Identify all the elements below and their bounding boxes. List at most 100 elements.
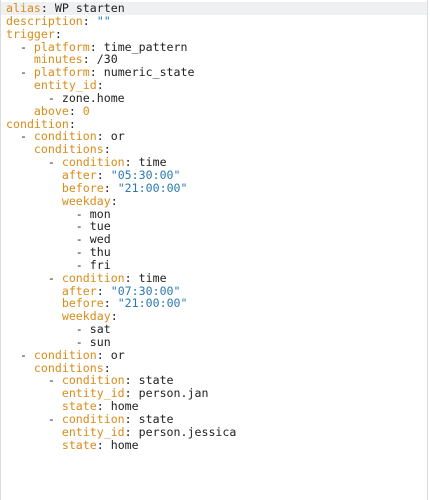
code-line[interactable]: - thu xyxy=(1,246,427,259)
yaml-value: "" xyxy=(96,13,111,28)
yaml-colon: : xyxy=(54,26,62,41)
yaml-value: "21:00:00" xyxy=(117,180,188,195)
yaml-value: state xyxy=(138,373,174,388)
yaml-key: trigger xyxy=(6,26,55,41)
yaml-key: conditions xyxy=(33,360,104,375)
code-line[interactable]: - condition: or xyxy=(1,130,427,143)
code-line[interactable]: alias: WP starten xyxy=(1,2,427,15)
yaml-value: thu xyxy=(89,245,111,260)
code-line[interactable]: before: "21:00:00" xyxy=(1,180,427,195)
yaml-colon: : xyxy=(124,424,139,439)
line-indent: - xyxy=(6,373,62,388)
code-line[interactable]: - platform: numeric_state xyxy=(1,66,427,79)
code-line[interactable]: trigger: xyxy=(1,26,427,41)
yaml-key: state xyxy=(61,399,97,414)
yaml-key: condition xyxy=(6,116,69,131)
code-line[interactable]: - condition: time xyxy=(1,270,427,285)
code-line[interactable]: - sun xyxy=(1,336,427,349)
yaml-colon: : xyxy=(68,103,83,118)
yaml-key: condition xyxy=(33,129,97,144)
yaml-colon: : xyxy=(89,39,104,54)
yaml-key: entity_id xyxy=(61,424,125,439)
code-line[interactable]: state: home xyxy=(1,400,427,413)
yaml-value: person.jessica xyxy=(138,424,237,439)
code-line[interactable]: entity_id: xyxy=(1,79,427,92)
line-indent: - xyxy=(6,257,90,272)
yaml-value: person.jan xyxy=(138,386,209,401)
yaml-colon: : xyxy=(124,386,139,401)
yaml-key: description xyxy=(6,13,83,28)
yaml-value: or xyxy=(110,347,125,362)
line-indent: - xyxy=(6,39,34,54)
yaml-key: state xyxy=(61,437,97,452)
yaml-value: sun xyxy=(89,334,111,349)
yaml-key: before xyxy=(61,296,104,311)
code-line[interactable]: after: "07:30:00" xyxy=(1,283,427,298)
yaml-value: state xyxy=(138,412,174,426)
code-line[interactable]: condition: xyxy=(1,116,427,131)
yaml-key: condition xyxy=(61,155,125,170)
yaml-colon: : xyxy=(82,13,97,28)
line-indent: - xyxy=(6,347,34,362)
yaml-colon: : xyxy=(89,65,104,80)
line-indent: - xyxy=(6,155,62,170)
code-line[interactable]: - zone.home xyxy=(1,90,427,105)
code-line[interactable]: above: 0 xyxy=(1,103,427,118)
code-line[interactable]: weekday: xyxy=(1,193,427,208)
yaml-key: platform xyxy=(33,65,90,80)
line-indent: - xyxy=(6,65,34,80)
code-line[interactable]: - sat xyxy=(1,323,427,336)
line-indent: - xyxy=(6,206,90,221)
yaml-key: condition xyxy=(61,270,125,285)
yaml-value: /30 xyxy=(96,52,118,67)
yaml-value: home xyxy=(110,399,139,414)
yaml-key: above xyxy=(33,103,69,118)
yaml-colon: : xyxy=(40,1,55,15)
yaml-key: condition xyxy=(33,347,97,362)
yaml-key: entity_id xyxy=(33,78,97,93)
yaml-colon: : xyxy=(68,116,76,131)
code-line[interactable]: - wed xyxy=(1,233,427,246)
yaml-colon: : xyxy=(96,129,111,144)
code-line[interactable]: - mon xyxy=(1,206,427,221)
yaml-colon: : xyxy=(124,155,139,170)
yaml-colon: : xyxy=(82,52,97,67)
yaml-colon: : xyxy=(103,142,111,157)
code-line[interactable]: conditions: xyxy=(1,143,427,156)
yaml-value: time xyxy=(138,155,167,170)
code-line[interactable]: - condition: state xyxy=(1,374,427,387)
yaml-value: tue xyxy=(89,219,111,234)
yaml-key: weekday xyxy=(61,309,111,324)
code-line[interactable]: minutes: /30 xyxy=(1,53,427,66)
yaml-value: zone.home xyxy=(61,90,125,105)
yaml-key: platform xyxy=(33,39,90,54)
code-line[interactable]: entity_id: person.jessica xyxy=(1,424,427,439)
yaml-key: condition xyxy=(61,412,125,426)
yaml-value: wed xyxy=(89,232,111,247)
code-line[interactable]: state: home xyxy=(1,437,427,452)
line-indent: - xyxy=(6,270,62,285)
yaml-key: weekday xyxy=(61,193,111,208)
code-line[interactable]: - tue xyxy=(1,220,427,233)
yaml-key: after xyxy=(61,283,97,298)
code-line[interactable]: after: "05:30:00" xyxy=(1,169,427,182)
line-indent: - xyxy=(6,412,62,426)
yaml-value: numeric_state xyxy=(103,65,195,80)
code-line[interactable]: before: "21:00:00" xyxy=(1,297,427,310)
code-line[interactable]: entity_id: person.jan xyxy=(1,387,427,400)
yaml-colon: : xyxy=(124,412,139,426)
code-line[interactable]: - condition: or xyxy=(1,347,427,362)
code-line[interactable]: conditions: xyxy=(1,360,427,375)
code-line[interactable]: - condition: state xyxy=(1,413,427,426)
line-indent: - xyxy=(6,90,62,105)
code-line[interactable]: - condition: time xyxy=(1,156,427,169)
yaml-value: time xyxy=(138,270,167,285)
line-indent: - xyxy=(6,334,90,349)
code-line[interactable]: - platform: time_pattern xyxy=(1,39,427,54)
code-line[interactable]: weekday: xyxy=(1,310,427,323)
code-line[interactable]: description: "" xyxy=(1,13,427,28)
yaml-colon: : xyxy=(124,373,139,388)
yaml-colon: : xyxy=(96,283,111,298)
code-line[interactable]: - fri xyxy=(1,257,427,272)
